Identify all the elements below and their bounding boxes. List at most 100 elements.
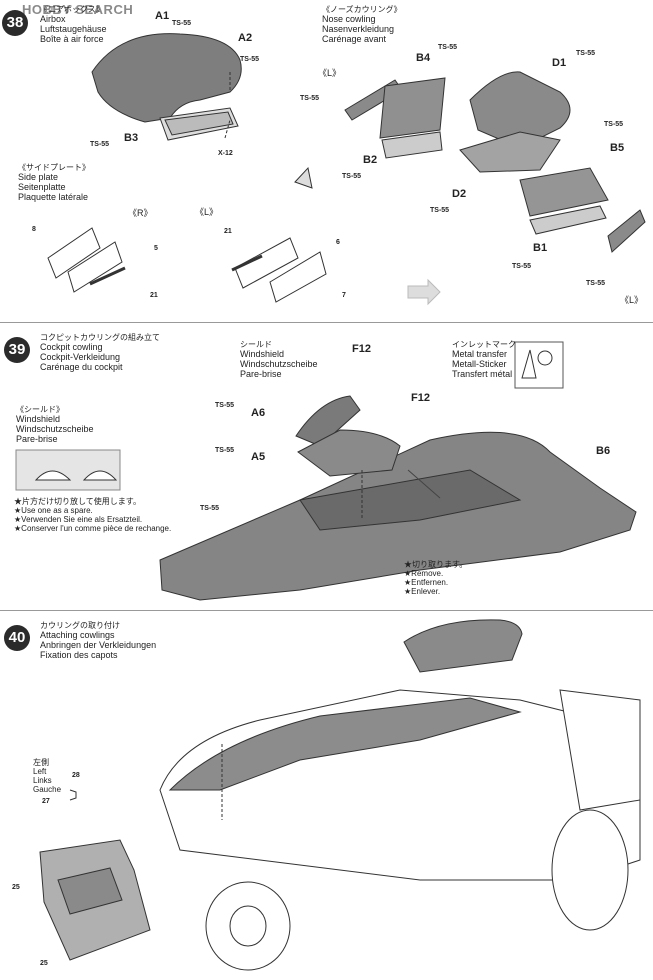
paint-tag: TS-55 (172, 20, 192, 27)
side-plate-l1 (234, 237, 299, 289)
nose-de: Nasenverkleidung (322, 24, 395, 34)
left-en: Left (33, 767, 47, 776)
paint-tag: TS-55 (200, 505, 220, 512)
inlet-de: Metall-Sticker (452, 359, 507, 369)
ws-jp: シールド (240, 340, 272, 349)
spare-jp: ★片方だけ切り放して使用します。 (14, 497, 141, 506)
side-plate-r1 (47, 227, 101, 279)
step39-title: コクピットカウリングの組み立て Cockpit cowling Cockpit-… (40, 333, 160, 372)
nose-fr: Carénage avant (322, 34, 387, 44)
decal-number-6: 6 (336, 239, 340, 246)
paint-tag: TS-55 (215, 447, 235, 454)
airbox-caption: 《エアボックス》 Airbox Luftstaugehäuse Boîte à … (40, 5, 107, 44)
part-label-d1: D1 (552, 57, 567, 69)
right-label: 《R》 (128, 208, 153, 218)
title-fr: Fixation des capots (40, 650, 118, 660)
part-label-b5: B5 (610, 142, 625, 154)
left-label: 《L》 (195, 207, 219, 217)
step-number-badge: 38 (2, 10, 28, 36)
decal-number-28: 28 (72, 772, 80, 779)
ws-fr: Pare-brise (240, 369, 282, 379)
inlet-mark-caption: インレットマーク Metal transfer Metall-Sticker T… (452, 340, 516, 379)
nose-cone-d1 (469, 71, 571, 149)
shield-de: Windschutzscheibe (16, 424, 94, 434)
decal-number-21: 21 (224, 228, 232, 235)
part-label-a5: A5 (251, 451, 266, 463)
left-de: Links (33, 776, 52, 785)
part-label-f12: F12 (352, 343, 371, 355)
title-en: Attaching cowlings (40, 630, 115, 640)
part-label-a1: A1 (155, 10, 170, 22)
ws-de: Windschutzscheibe (240, 359, 318, 369)
part-label-b6: B6 (596, 445, 611, 457)
paint-tag: TS-55 (512, 263, 532, 270)
paint-tag: TS-55 (240, 56, 260, 63)
step-number-badge: 40 (4, 625, 30, 651)
decal-number-7: 7 (342, 292, 346, 299)
paint-tag: TS-55 (438, 44, 458, 51)
spare-de: ★Verwenden Sie eine als Ersatzteil. (14, 515, 143, 524)
shield-sample-box (15, 449, 121, 491)
part-label-f12: F12 (411, 392, 430, 404)
part-label-d2: D2 (452, 188, 467, 200)
decal-number-5: 5 (154, 245, 158, 252)
shield-fr: Pare-brise (16, 434, 58, 444)
shield-en: Windshield (16, 414, 61, 424)
remove-jp: ★切り取ります。 (404, 560, 468, 569)
rear-wheel (551, 809, 629, 931)
decal-number-21: 21 (150, 292, 158, 299)
paint-tag: TS-55 (342, 173, 362, 180)
title-de: Anbringen der Verkleidungen (40, 640, 157, 650)
spare-en: ★Use one as a spare. (14, 506, 93, 515)
airbox-en: Airbox (40, 14, 66, 24)
nose-en: Nose cowling (322, 14, 376, 24)
decal-number-8: 8 (32, 226, 36, 233)
title-en: Cockpit cowling (40, 342, 103, 352)
paint-tag: TS-55 (215, 402, 235, 409)
side-en: Side plate (18, 172, 59, 182)
part-label-a6: A6 (251, 407, 266, 419)
side-plate-l2 (269, 251, 327, 303)
nose-piece-l (607, 209, 646, 253)
title-jp: カウリングの取り付け (40, 621, 120, 630)
spare-fr: ★Conserver l'un comme pièce de rechange. (14, 524, 172, 533)
paint-tag: TS-55 (576, 50, 596, 57)
rear-wing (559, 689, 641, 811)
inlet-mark-box (514, 341, 564, 389)
title-jp: コクピットカウリングの組み立て (40, 333, 160, 342)
left-label: 《L》 (620, 295, 644, 305)
remove-en: ★Remove. (404, 569, 444, 578)
side-plate-r2 (67, 241, 123, 293)
windshield-a6 (295, 395, 361, 447)
side-jp: 《サイドプレート》 (18, 163, 90, 172)
nose-piece-b5 (519, 167, 609, 217)
airbox-de: Luftstaugehäuse (40, 24, 107, 34)
inlet-fr: Transfert métal (452, 369, 513, 379)
remove-de: ★Entfernen. (404, 578, 449, 587)
inlet-jp: インレットマーク (452, 340, 516, 349)
title-de: Cockpit-Verkleidung (40, 352, 121, 362)
step40-title: カウリングの取り付け Attaching cowlings Anbringen … (40, 621, 156, 660)
side-fr: Plaquette latérale (18, 192, 89, 202)
airbox-fr: Boîte à air force (40, 34, 104, 44)
airbox-installed (403, 619, 523, 673)
decal-number-25: 25 (12, 884, 20, 891)
left-jp: 左側 (33, 758, 49, 767)
shield-jp: 《シールド》 (16, 405, 64, 414)
nose-jp: 《ノーズカウリング》 (322, 5, 402, 14)
part-label-a2: A2 (238, 32, 253, 44)
paint-tag: TS-55 (90, 141, 110, 148)
left-label: 《L》 (318, 68, 342, 78)
nose-cowling-caption: 《ノーズカウリング》 Nose cowling Nasenverkleidung… (322, 5, 402, 44)
title-fr: Carénage du cockpit (40, 362, 123, 372)
ws-en: Windshield (240, 349, 285, 359)
windshield-a5 (297, 429, 401, 477)
section-divider (0, 610, 653, 611)
windshield-caption: シールド Windshield Windschutzscheibe Pare-b… (240, 340, 318, 379)
paint-tag: TS-55 (604, 121, 624, 128)
airbox-jp: 《エアボックス》 (40, 5, 104, 14)
spare-note: ★片方だけ切り放して使用します。 ★Use one as a spare. ★V… (14, 497, 171, 533)
part-label-b4: B4 (416, 52, 431, 64)
paint-tag: TS-55 (586, 280, 606, 287)
